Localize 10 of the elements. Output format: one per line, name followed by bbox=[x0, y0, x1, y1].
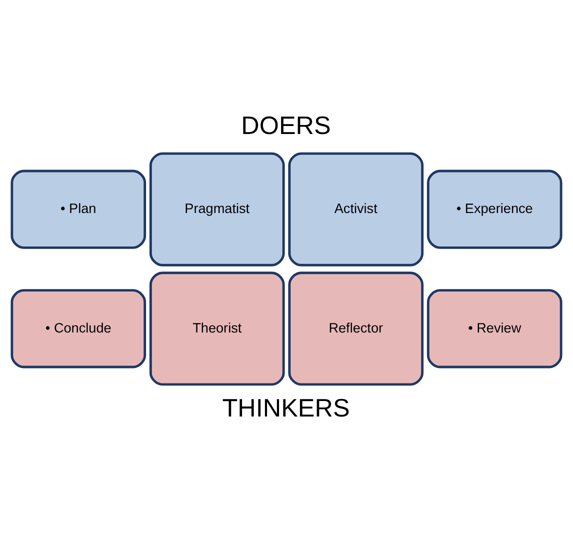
label: DOERS bbox=[241, 111, 331, 140]
node-box: • Conclude bbox=[10, 288, 146, 368]
node-box: Theorist bbox=[149, 271, 285, 386]
node-box: Pragmatist bbox=[149, 152, 285, 266]
node-box: • Experience bbox=[426, 169, 562, 248]
node-box: • Review bbox=[426, 288, 562, 368]
node-box: • Plan bbox=[10, 169, 146, 248]
node-box: Activist bbox=[288, 152, 424, 266]
label: THINKERS bbox=[222, 394, 350, 422]
node-box: Reflector bbox=[288, 271, 424, 386]
